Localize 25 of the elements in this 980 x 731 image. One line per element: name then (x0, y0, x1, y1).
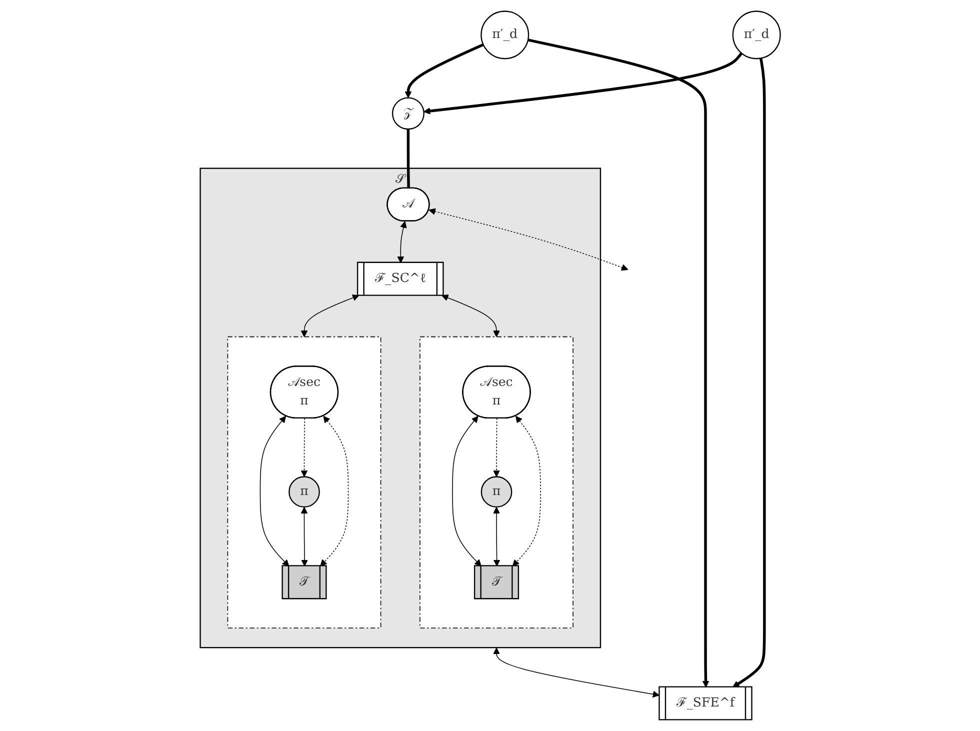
node-circle: π (288, 476, 320, 508)
arrow (300, 294, 359, 338)
arrow (512, 416, 541, 566)
cluster (227, 336, 381, 628)
arrow (428, 208, 628, 271)
arrow (423, 52, 742, 114)
node-circle: π′_d (732, 10, 781, 60)
arrow (492, 648, 660, 698)
arrow (260, 416, 289, 566)
node-circle: π′_d (480, 10, 529, 60)
arrow (396, 221, 407, 264)
arrow (527, 38, 709, 688)
cluster (419, 336, 574, 628)
arrow (492, 418, 500, 478)
arrow (320, 416, 348, 566)
arrow (492, 506, 500, 566)
arrow (300, 506, 308, 566)
arrow (441, 294, 500, 338)
connector (406, 129, 410, 188)
node-circle: 𝒵 (392, 97, 424, 130)
arrow (732, 58, 766, 688)
arrow (300, 418, 308, 478)
node-circle: π (480, 476, 512, 508)
arrow (404, 43, 484, 98)
arrow (452, 416, 482, 566)
